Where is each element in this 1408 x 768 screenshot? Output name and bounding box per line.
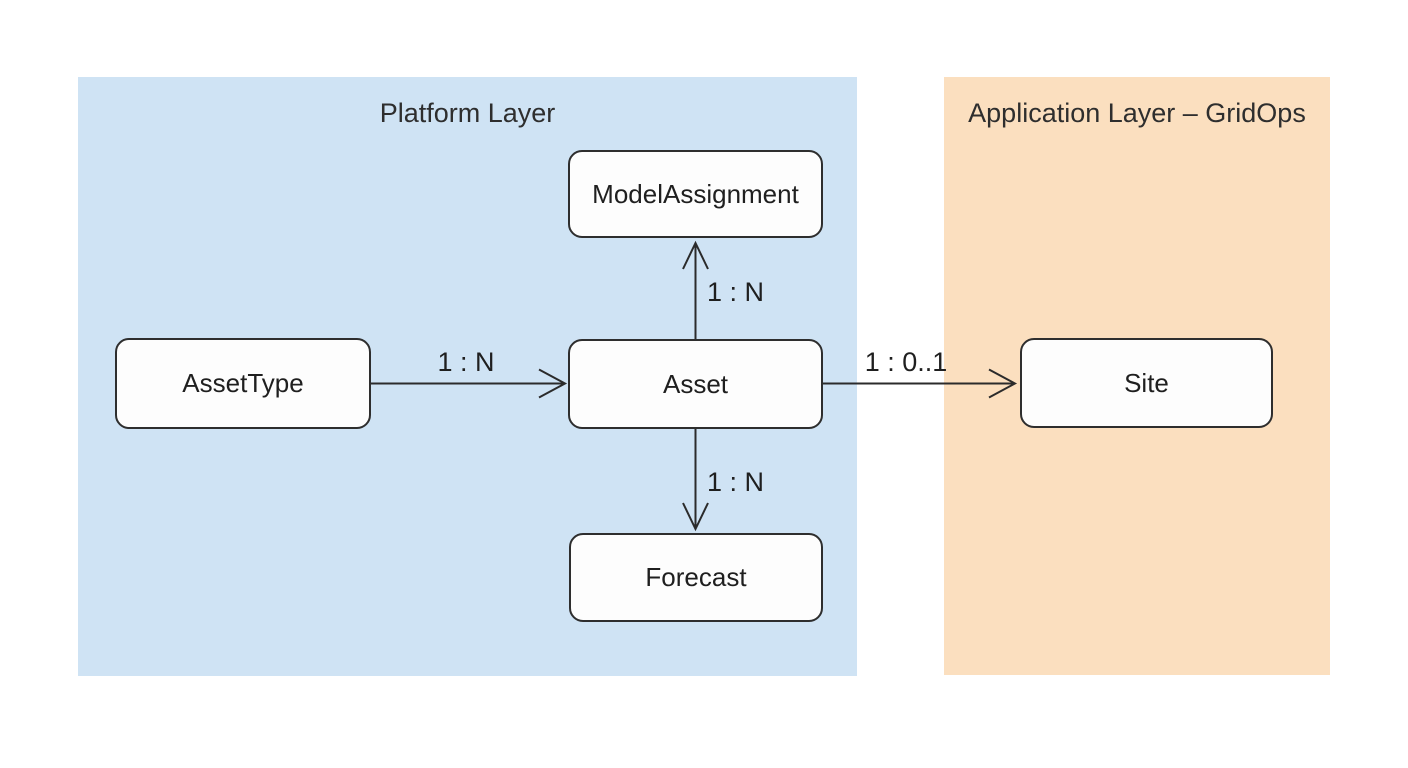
panel-title-platform: Platform Layer xyxy=(379,98,556,128)
cardinality-label-asset-site: 1 : 0..1 xyxy=(864,347,948,377)
entity-asset: Asset xyxy=(568,339,823,429)
entity-forecast: Forecast xyxy=(569,533,823,622)
entity-modelassignment: ModelAssignment xyxy=(568,150,823,238)
panel-title-gridops: Application Layer – GridOps xyxy=(968,98,1306,128)
entity-label: AssetType xyxy=(182,368,304,398)
entity-label: Forecast xyxy=(645,562,747,592)
cardinality-label-asset-modelassignment: 1 : N xyxy=(707,277,765,307)
entity-label: Site xyxy=(1124,367,1169,398)
entity-site: Site xyxy=(1020,338,1273,428)
cardinality-label-asset-forecast: 1 : N xyxy=(707,467,765,497)
entity-label: ModelAssignment xyxy=(592,178,799,209)
cardinality-label-assettype-asset: 1 : N xyxy=(437,347,495,377)
entity-assettype: AssetType xyxy=(115,338,371,429)
entity-label: Asset xyxy=(662,368,729,399)
